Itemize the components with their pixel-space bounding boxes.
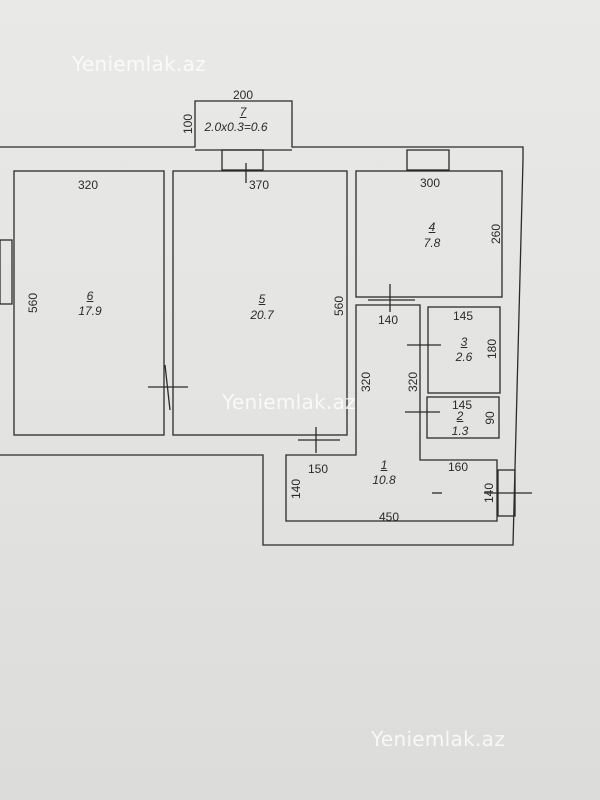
room-6-outline: [13, 170, 165, 436]
room-2-number: 2: [456, 409, 464, 423]
room-1-number: 1: [380, 458, 388, 472]
room-7-number: 7: [239, 105, 247, 119]
room-6-number: 6: [86, 289, 94, 303]
dim-room-1-right: 160: [447, 460, 469, 474]
room-4-number: 4: [428, 220, 436, 234]
room-2-area: 1.3: [451, 424, 469, 438]
room-4-outline: [355, 170, 503, 298]
outer-wall: [0, 100, 524, 546]
dim-room-3-width: 145: [452, 309, 474, 323]
room-3-outline: [427, 306, 501, 394]
room-6-area: 17.9: [78, 304, 102, 318]
dim-room-2-height: 90: [483, 411, 497, 425]
dim-room-2-width: 145: [451, 398, 473, 412]
room-7-area: 2.0x0.3=0.6: [204, 120, 268, 134]
dim-room-4-door: 140: [377, 313, 399, 327]
window-room-4: [406, 149, 450, 171]
room-5-outline: [172, 170, 348, 436]
dim-room-1-height-right: 140: [482, 482, 496, 504]
dim-corridor-height-right: 320: [406, 371, 420, 393]
dim-corridor-height-left: 320: [359, 371, 373, 393]
room-1-outline: [285, 304, 498, 522]
room-5-number: 5: [258, 292, 266, 306]
dim-room-6-width: 320: [77, 178, 99, 192]
watermark-top: Yeniemlak.az: [72, 52, 206, 76]
window-room-6: [0, 239, 13, 305]
room-3-number: 3: [460, 335, 468, 349]
dim-balcony-width: 200: [232, 88, 254, 102]
watermark-bottom: Yeniemlak.az: [371, 727, 505, 751]
room-1-area: 10.8: [372, 473, 396, 487]
room-4-area: 7.8: [423, 236, 441, 250]
dim-room-5-width: 370: [248, 178, 270, 192]
dim-room-6-height: 560: [26, 292, 40, 314]
dim-room-3-height: 180: [485, 338, 499, 360]
dim-room-1-height-left: 140: [289, 478, 303, 500]
dim-room-4-height: 260: [489, 223, 503, 245]
room-2-outline: [426, 396, 500, 439]
room-5-area: 20.7: [250, 308, 274, 322]
dim-room-5-height: 560: [332, 295, 346, 317]
window-balcony: [221, 149, 264, 171]
dim-room-1-door: 150: [307, 462, 329, 476]
watermark-middle: Yeniemlak.az: [222, 390, 356, 414]
dim-room-4-width: 300: [419, 176, 441, 190]
room-3-area: 2.6: [455, 350, 473, 364]
dim-balcony-depth: 100: [181, 113, 195, 135]
dim-room-1-width: 450: [378, 510, 400, 524]
